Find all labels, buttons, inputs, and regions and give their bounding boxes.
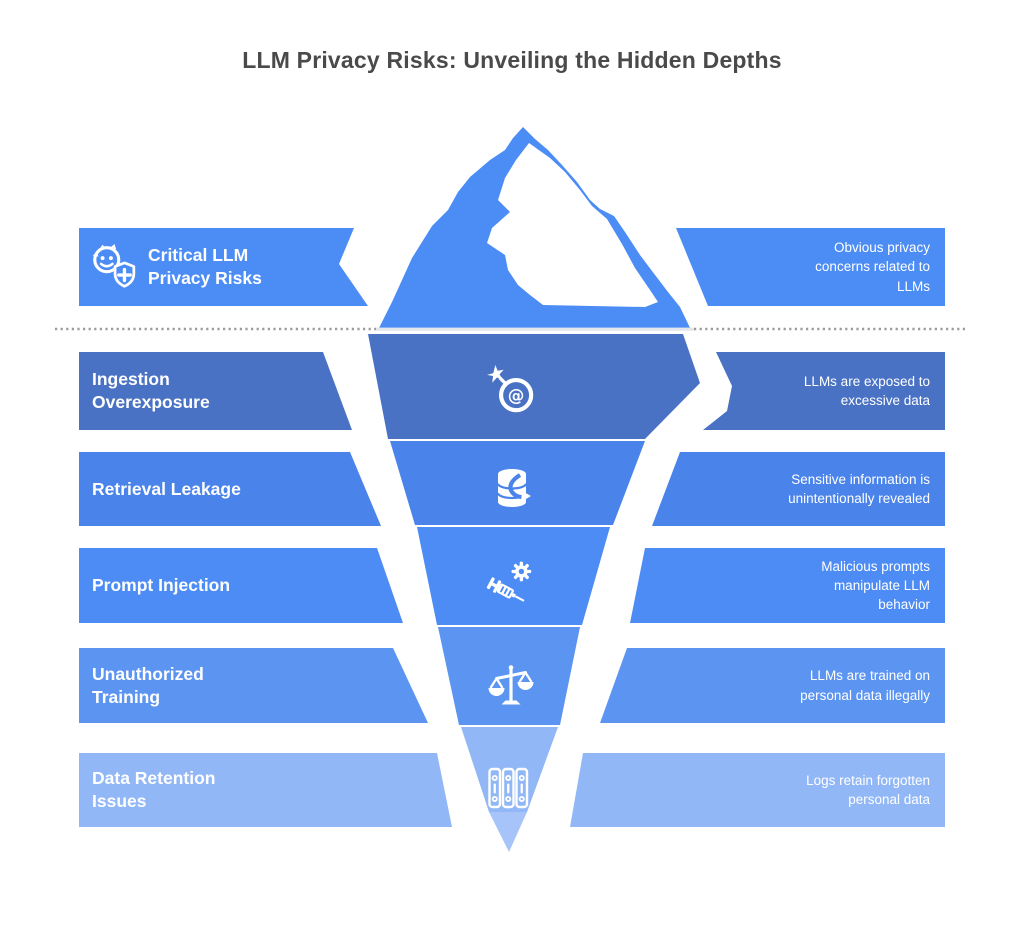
row-label-prompt-injection: Prompt Injection [92,548,322,623]
prompt-injection-icon [486,561,532,602]
iceberg-tip [489,812,527,852]
row-label-retrieval-leakage: Retrieval Leakage [92,452,322,526]
row-description: Malicious prompts manipulate LLM behavio… [790,548,930,623]
right-bar-row-2 [703,352,945,430]
right-bar-row-1 [676,228,945,306]
page-title: LLM Privacy Risks: Unveiling the Hidden … [242,47,782,73]
email-bomb-icon: @ [487,365,534,413]
right-bar-row-4 [630,548,945,623]
row-label-text: Unauthorized Training [92,663,204,707]
row-description: Sensitive information is unintentionally… [760,452,930,526]
row-description-text: Malicious prompts manipulate LLM behavio… [821,558,930,613]
scales-of-justice-icon [488,665,534,705]
row-description: Logs retain forgotten personal data [760,753,930,827]
row-label-critical-llm-privacy-risks: Critical LLM Privacy Risks [148,228,273,306]
row-description-text: LLMs are trained on personal data illega… [800,668,930,703]
right-bar-row-3 [652,452,945,526]
database-leak-icon [496,469,531,507]
row-label-unauthorized-training: Unauthorized Training [92,648,242,723]
left-bar-row-3 [79,452,381,526]
row-label-text: Data Retention Issues [92,768,216,811]
left-bar-row-6 [79,753,452,827]
iceberg-band-row-2 [368,334,700,439]
right-bar-row-6 [570,753,945,827]
row-description: LLMs are exposed to excessive data [770,352,930,430]
row-description: LLMs are trained on personal data illega… [760,648,930,723]
privacy-shield-face-icon [92,244,136,288]
row-description: Obvious privacy concerns related to LLMs [785,228,930,306]
row-description-text: Obvious privacy concerns related to LLMs [815,240,930,294]
right-bar-row-5 [600,648,945,723]
row-label-text: Prompt Injection [92,575,231,596]
row-label-text: Retrieval Leakage [92,478,241,499]
archive-binders-icon [488,767,529,809]
waterline-strip [376,327,694,331]
row-label-text: Critical LLM Privacy Risks [148,245,262,288]
svg-text:@: @ [508,386,525,405]
iceberg-facet [487,143,658,307]
left-bar-row-2 [79,352,352,430]
iceberg-band-row-4 [417,527,610,625]
row-label-data-retention-issues: Data Retention Issues [92,753,252,827]
row-label-text: Ingestion Overexposure [92,369,210,412]
row-description-text: Logs retain forgotten personal data [806,772,930,807]
row-description-text: LLMs are exposed to excessive data [803,373,930,408]
left-bar-row-1 [79,228,368,306]
row-label-ingestion-overexposure: Ingestion Overexposure [92,352,242,430]
left-bar-row-4 [79,548,403,623]
row-description-text: Sensitive information is unintentionally… [788,471,930,506]
left-bar-row-5 [79,648,428,723]
